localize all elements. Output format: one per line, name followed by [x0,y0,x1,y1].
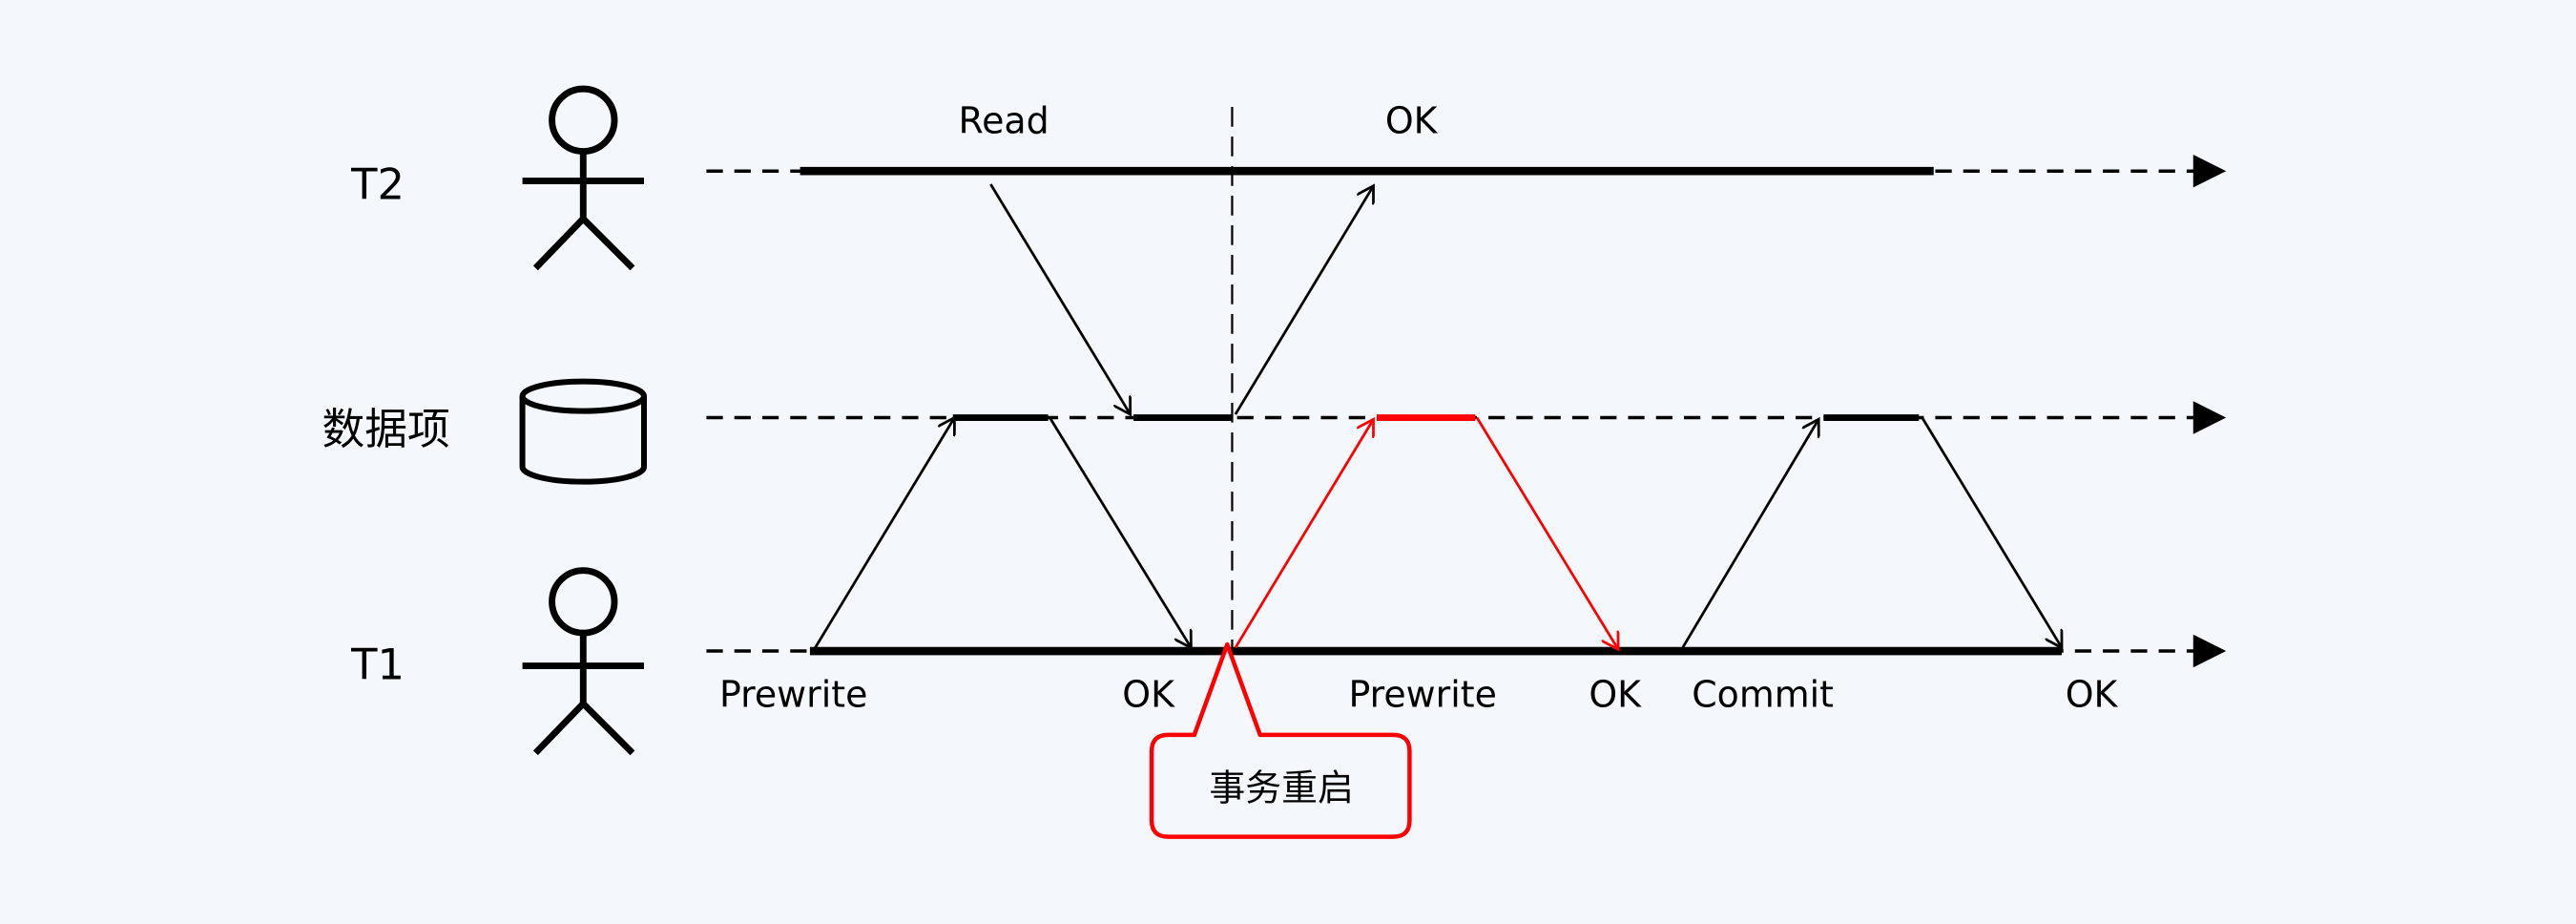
timeline-data-item [706,401,2227,434]
arrow-commit [1679,419,1819,652]
arrow-prewrite-1 [812,418,954,652]
actor-t1-icon [522,567,644,756]
arrow-ok-1 [1049,416,1191,648]
label-read-ok: OK [1385,100,1439,142]
label-prewrite-2: Prewrite [1348,674,1496,716]
label-ok-1: OK [1122,674,1175,716]
label-prewrite-1: Prewrite [719,674,867,716]
arrow-prewrite-2 [1234,419,1374,649]
arrow-read-ok [1234,186,1374,415]
arrow-read [989,183,1130,414]
label-read: Read [959,100,1049,142]
label-ok-3: OK [2066,674,2119,716]
label-ok-2: OK [1589,674,1642,716]
timeline-t1 [706,634,2227,668]
label-commit: Commit [1692,674,1834,716]
row-label-t1: T1 [350,639,405,689]
row-label-data-item: 数据项 [322,404,449,454]
database-icon [519,378,648,485]
actor-t2-icon [522,85,644,271]
timeline-t2 [706,154,2227,188]
arrow-ok-2 [1475,416,1618,650]
restart-callout [1149,641,1412,839]
arrow-ok-3 [1921,416,2062,648]
callout-text: 事务重启 [1209,767,1354,809]
row-label-t2: T2 [350,158,405,209]
